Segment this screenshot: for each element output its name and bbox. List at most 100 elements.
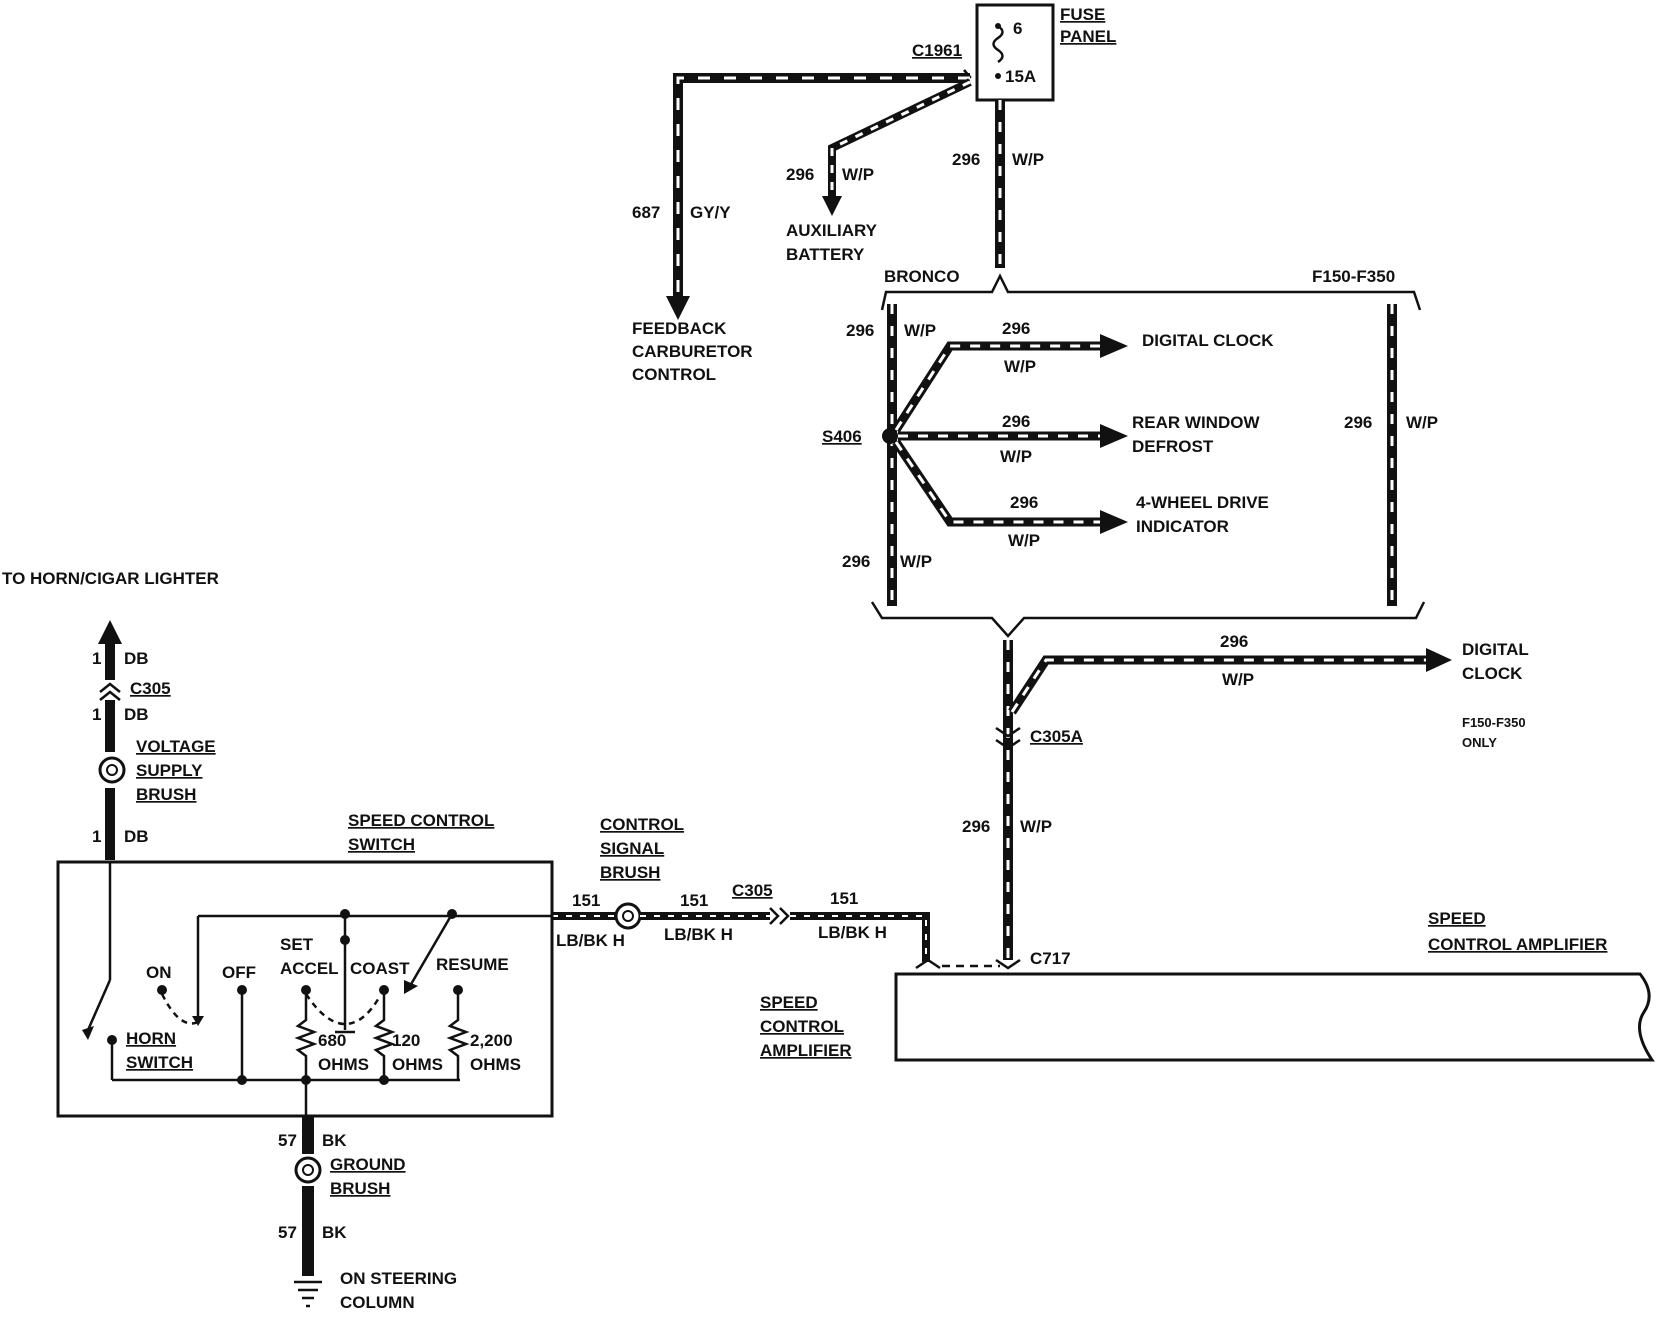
horn-color-3: DB (124, 827, 149, 846)
connector-c305-icon (99, 682, 121, 693)
fuse-panel-title-2: PANEL (1060, 27, 1116, 46)
arrow-right-icon (1426, 648, 1452, 672)
switch-coast-label: COAST (350, 959, 410, 978)
ground-location-2: COLUMN (340, 1293, 415, 1312)
control-signal-brush-label-2: SIGNAL (600, 839, 664, 858)
feedback-label-2: CARBURETOR (632, 342, 753, 361)
wire-687: 687 GY/Y FEEDBACK CARBURETOR CONTROL (632, 73, 970, 384)
ground-brush-label-2: BRUSH (330, 1179, 390, 1198)
resistor-2200-icon (446, 990, 470, 1080)
amplifier-body (894, 972, 1655, 1062)
branch-1-label: DIGITAL CLOCK (1142, 331, 1274, 350)
branch-lower-clock: 296 W/P DIGITAL CLOCK F150-F350 ONLY (1008, 632, 1529, 750)
branch-2-circuit: 296 (1002, 412, 1030, 431)
branch-3-label-1: 4-WHEEL DRIVE (1136, 493, 1269, 512)
resistor-680-ohms: OHMS (318, 1055, 369, 1074)
arrow-right-icon (1100, 510, 1128, 534)
resistor-120-value: 120 (392, 1031, 420, 1050)
horn-supply: TO HORN/CIGAR LIGHTER 1 DB C305 1 DB VOL… (2, 569, 219, 860)
lower-clock-label-1: DIGITAL (1462, 640, 1529, 659)
branch-4wd: 296 W/P 4-WHEEL DRIVE INDICATOR (892, 439, 1269, 550)
wire-151-color-2: LB/BK H (664, 925, 733, 944)
arrow-down-icon (822, 196, 842, 216)
wire-151-circuit-3: 151 (830, 889, 858, 908)
resistor-120-icon (372, 990, 396, 1080)
branch-2-color: W/P (1000, 447, 1032, 466)
variant-bronco-label: BRONCO (884, 267, 960, 286)
wire-aux-battery: 296 W/P AUXILIARY BATTERY (786, 78, 972, 264)
horn-switch-label-2: SWITCH (126, 1053, 193, 1072)
amplifier-side-label-1: SPEED (760, 993, 818, 1012)
lower-clock-label-2: CLOCK (1462, 664, 1523, 683)
aux-color: W/P (842, 165, 874, 184)
voltage-brush-label-3: BRUSH (136, 785, 196, 804)
feedback-label-3: CONTROL (632, 365, 716, 384)
fuse-terminal-dot (995, 23, 1001, 29)
voltage-brush-label-2: SUPPLY (136, 761, 203, 780)
variant-f150-label: F150-F350 (1312, 267, 1395, 286)
voltage-brush-label-1: VOLTAGE (136, 737, 216, 756)
splice-s406: S406 (822, 427, 898, 446)
amplifier-label-1: SPEED (1428, 909, 1486, 928)
branch-1-circuit: 296 (1002, 319, 1030, 338)
main-circuit: 296 (952, 150, 980, 169)
ground-symbol-icon (294, 1280, 322, 1308)
amplifier-side-label-2: CONTROL (760, 1017, 844, 1036)
ground-circuit-1: 57 (278, 1131, 297, 1150)
branch-3-color: W/P (1008, 531, 1040, 550)
resistor-680-icon (294, 990, 318, 1080)
bracket-bottom (870, 601, 1426, 638)
horn-color-1: DB (124, 649, 149, 668)
ground-brush-label-1: GROUND (330, 1155, 406, 1174)
wire-151-circuit-1: 151 (572, 891, 600, 910)
fuse-panel-title: FUSE (1060, 5, 1105, 24)
branch-2-label-2: DEFROST (1132, 437, 1214, 456)
fuse-panel: 6 15A FUSE PANEL C1961 (912, 3, 1116, 102)
fuse-element-icon (992, 24, 1004, 64)
wire-687-circuit: 687 (632, 203, 660, 222)
f150-circuit: 296 (1344, 413, 1372, 432)
branch-digital-clock: 296 W/P DIGITAL CLOCK (892, 319, 1274, 433)
feedback-label-1: FEEDBACK (632, 319, 727, 338)
arrow-down-icon (666, 296, 690, 320)
bronco-top-color: W/P (904, 321, 936, 340)
horn-switch-label-1: HORN (126, 1029, 176, 1048)
bracket-top (880, 273, 1422, 311)
trunk-color: W/P (1020, 817, 1052, 836)
arrow-up-icon (98, 620, 122, 644)
ground-circuit-2: 57 (278, 1223, 297, 1242)
wire-main-296: 296 W/P (952, 100, 1044, 268)
variant-bracket-top: BRONCO F150-F350 (880, 267, 1422, 311)
arrow-right-icon (1100, 424, 1128, 448)
horn-color-2: DB (124, 705, 149, 724)
connector-c1961-label: C1961 (912, 41, 962, 60)
branch-2-label-1: REAR WINDOW (1132, 413, 1260, 432)
wire-151-color-3: LB/BK H (818, 923, 887, 942)
bronco-top-circuit: 296 (846, 321, 874, 340)
horn-circuit-1: 1 (92, 649, 101, 668)
to-horn-label: TO HORN/CIGAR LIGHTER (2, 569, 219, 588)
wire-687-color: GY/Y (690, 203, 731, 222)
lower-clock-color: W/P (1222, 670, 1254, 689)
main-color: W/P (1012, 150, 1044, 169)
amplifier-label-2: CONTROL AMPLIFIER (1428, 935, 1607, 954)
switch-set-label: SET (280, 935, 314, 954)
connector-c717-label: C717 (1030, 949, 1071, 968)
resistor-2200-ohms: OHMS (470, 1055, 521, 1074)
speed-control-switch: SPEED CONTROL SWITCH (56, 811, 554, 1118)
bronco-bottom-circuit: 296 (842, 552, 870, 571)
connector-c305a-label: C305A (1030, 727, 1083, 746)
wire-lower-trunk: 296 W/P (962, 640, 1052, 960)
resistor-120-ohms: OHMS (392, 1055, 443, 1074)
resistor-2200-value: 2,200 (470, 1031, 513, 1050)
aux-circuit: 296 (786, 165, 814, 184)
ground-circuit: 57 BK GROUND BRUSH 57 BK ON STEERING COL… (278, 1116, 457, 1312)
ground-color-2: BK (322, 1223, 347, 1242)
switch-off-label: OFF (222, 963, 256, 982)
connector-c305-icon (769, 907, 780, 925)
connector-c717: C717 (915, 949, 1071, 970)
horn-circuit-3: 1 (92, 827, 101, 846)
connector-c305a: C305A (995, 726, 1083, 750)
branch-3-label-2: INDICATOR (1136, 517, 1229, 536)
